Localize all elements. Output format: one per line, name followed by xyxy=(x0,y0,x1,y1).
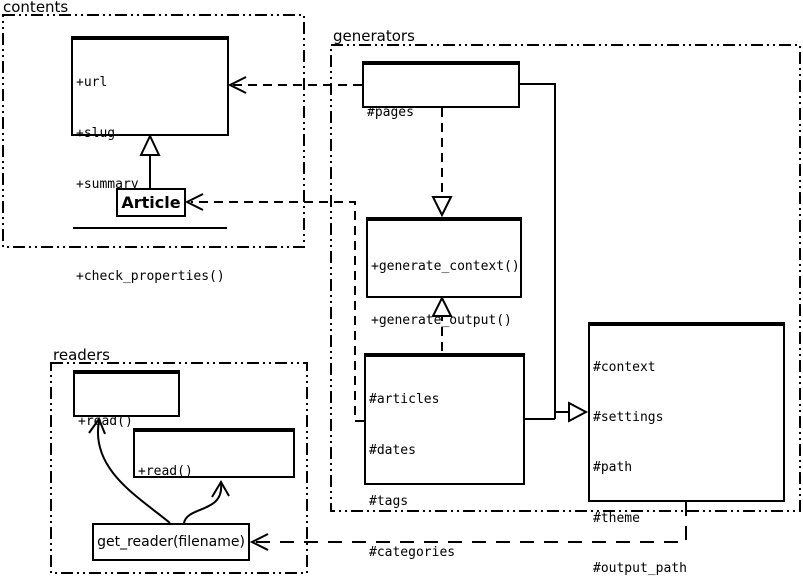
attribute: #settings xyxy=(593,409,664,425)
class-title: Page xyxy=(73,38,227,40)
class-title: Generator xyxy=(590,324,783,326)
class-header: <<Interface>> IGenerator xyxy=(368,219,520,221)
attribute: +url xyxy=(76,75,108,90)
class-article: Article xyxy=(116,188,186,217)
attribute: #tags xyxy=(369,494,409,509)
edge-getreader-to-mardownreader xyxy=(183,480,230,524)
edge-generators-inherit-generator xyxy=(520,83,589,423)
class-methods: +read() xyxy=(135,432,293,512)
class-igenerator: <<Interface>> IGenerator +generate_conte… xyxy=(366,217,522,328)
edge-pagesgenerator-realizes-igenerator xyxy=(431,108,453,218)
attribute: #output_path xyxy=(593,561,687,577)
class-pagesgenerator: PagesGenerator #pages xyxy=(362,61,520,120)
attribute: #dates xyxy=(369,443,416,458)
class-title: ArticleGenerator xyxy=(366,355,523,357)
attribute: +slug xyxy=(76,126,116,141)
edge-getreader-to-rstreader xyxy=(88,416,171,524)
package-label-contents: contents xyxy=(3,0,69,16)
class-generator: Generator #context #settings #path #them… xyxy=(588,322,785,576)
edge-articlegenerator-depends-article xyxy=(184,193,364,422)
package-border-generators xyxy=(330,44,801,512)
function-get-reader: get_reader(filename) xyxy=(92,523,250,561)
attribute: #theme xyxy=(593,510,640,526)
edge-pagesgenerator-depends-page xyxy=(227,76,362,94)
class-methods: +read() xyxy=(75,374,178,469)
edge-article-inherits-page xyxy=(139,133,161,188)
class-title: Article xyxy=(121,193,181,212)
function-label: get_reader(filename) xyxy=(97,534,245,550)
method: +generate_context() xyxy=(371,259,520,274)
class-attributes: #articles #dates #tags #categories xyxy=(366,357,523,579)
class-rstreader: RstReader +read() xyxy=(73,370,180,429)
package-border-contents xyxy=(2,14,305,248)
class-page: Page +url +slug +summary +check_properti… xyxy=(71,36,229,284)
attribute: #categories xyxy=(369,545,456,560)
method: +read() xyxy=(138,464,193,479)
method: +generate_output() xyxy=(371,313,512,328)
class-articlegenerator: ArticleGenerator #articles #dates #tags … xyxy=(364,353,525,560)
attribute: #path xyxy=(593,460,633,476)
class-attributes: #context #settings #path #theme #output_… xyxy=(590,326,783,579)
method: +read() xyxy=(78,414,133,429)
attribute: #context xyxy=(593,359,656,375)
class-mardownreader: MardownReader +read() xyxy=(133,428,295,479)
class-methods: +check_properties() xyxy=(73,227,227,324)
edge-generator-depends-getreader xyxy=(249,502,687,551)
package-label-readers: readers xyxy=(53,346,110,364)
attribute: #articles xyxy=(369,392,440,407)
edge-articlegenerator-realizes-igenerator xyxy=(431,295,453,351)
class-title: PagesGenerator xyxy=(364,63,518,65)
package-label-generators: generators xyxy=(333,27,415,45)
class-title: RstReader xyxy=(75,372,178,374)
package-border-readers xyxy=(50,362,308,574)
class-methods: +generate_context() +generate_output() xyxy=(368,221,520,366)
attribute: #pages xyxy=(367,105,414,120)
method: +check_properties() xyxy=(76,269,225,284)
class-attributes: #pages xyxy=(364,65,518,160)
class-title: MardownReader xyxy=(135,430,293,432)
